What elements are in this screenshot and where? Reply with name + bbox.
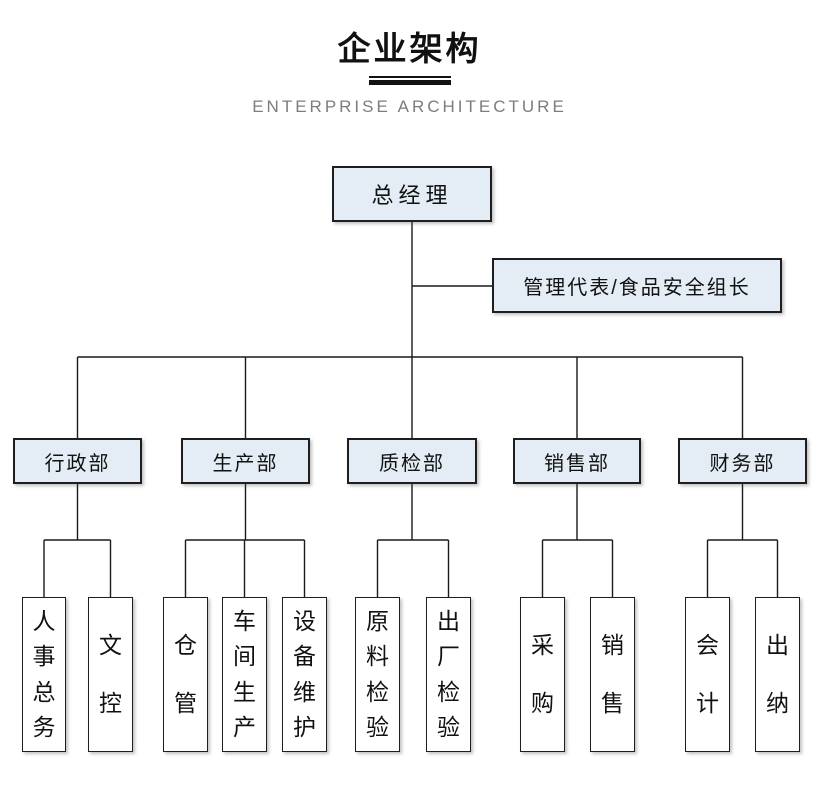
node-dept-production: 生产部	[181, 438, 310, 484]
node-accounting: 会计	[685, 597, 730, 752]
node-dept-finance: 财务部	[678, 438, 807, 484]
node-raw-material-inspection: 原料检验	[355, 597, 400, 752]
title-underline	[368, 76, 451, 85]
node-cashier: 出纳	[755, 597, 800, 752]
node-document-control: 文控	[88, 597, 133, 752]
node-dept-sales: 销售部	[513, 438, 641, 484]
node-sales: 销售	[590, 597, 635, 752]
node-warehouse: 仓管	[163, 597, 208, 752]
node-general-manager: 总经理	[332, 166, 492, 222]
node-hr-general-affairs: 人事总务	[22, 597, 66, 752]
node-outgoing-inspection: 出厂检验	[426, 597, 471, 752]
node-dept-admin: 行政部	[13, 438, 142, 484]
node-workshop-production: 车间生产	[222, 597, 267, 752]
node-equipment-maintenance: 设备维护	[282, 597, 327, 752]
page-subtitle: ENTERPRISE ARCHITECTURE	[252, 97, 567, 116]
chart-header: 企业架构 ENTERPRISE ARCHITECTURE	[0, 0, 819, 117]
page-title: 企业架构	[337, 30, 482, 67]
node-dept-quality: 质检部	[347, 438, 477, 484]
node-management-representative: 管理代表/食品安全组长	[492, 258, 782, 313]
node-procurement: 采购	[520, 597, 565, 752]
